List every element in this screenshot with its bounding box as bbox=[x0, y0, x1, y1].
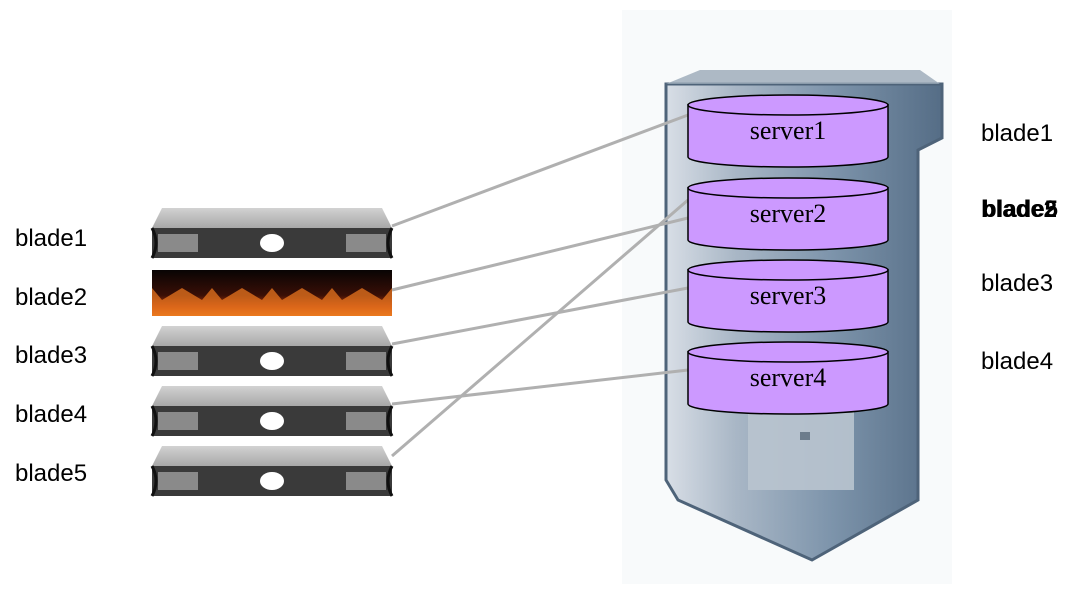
right-label-blade5: blade5 bbox=[982, 196, 1059, 223]
blade-blade1 bbox=[150, 208, 394, 259]
blade-right-panel bbox=[346, 352, 386, 370]
left-label-blade3: blade3 bbox=[15, 342, 88, 369]
left-label-blade2: blade2 bbox=[15, 284, 88, 311]
blade-top bbox=[152, 208, 392, 228]
server-label: server1 bbox=[750, 116, 827, 145]
blade-right-panel bbox=[346, 472, 386, 490]
server-cylinder-top bbox=[687, 341, 889, 363]
server-cylinder-top bbox=[687, 94, 889, 116]
connector-blade1-server1 bbox=[391, 113, 689, 228]
server-cylinder-body bbox=[687, 104, 889, 168]
blade-left-panel bbox=[158, 472, 198, 490]
right-label-blade4: blade4 bbox=[981, 348, 1054, 375]
server-cylinder-body bbox=[687, 187, 889, 251]
blade-led bbox=[260, 352, 284, 370]
blade-left-panel bbox=[158, 352, 198, 370]
server-server2: server2 bbox=[687, 177, 889, 251]
blade-top bbox=[152, 326, 392, 346]
blade-led bbox=[260, 472, 284, 490]
connector-lines bbox=[391, 113, 689, 458]
server-cylinder-body bbox=[687, 351, 889, 415]
server-cylinder-top bbox=[687, 177, 889, 199]
right-label-overlap: blade2 blade5 bbox=[981, 196, 1079, 228]
blade-left-panel bbox=[158, 234, 198, 252]
blade-left-panel bbox=[158, 412, 198, 430]
blade-right-panel bbox=[346, 412, 386, 430]
server-server4: server4 bbox=[687, 341, 889, 415]
server-label: server4 bbox=[750, 363, 827, 392]
server-cylinder-body bbox=[687, 269, 889, 333]
connector-blade3-server3 bbox=[391, 286, 689, 346]
blade-blade2 bbox=[152, 270, 392, 316]
blade-blade3 bbox=[150, 326, 394, 377]
flame-shape bbox=[152, 288, 392, 316]
connector-blade2-server2 bbox=[391, 216, 689, 292]
connector-blade5-server2 bbox=[391, 198, 689, 458]
right-label-blade2: blade2 bbox=[981, 196, 1058, 223]
blade-top bbox=[152, 446, 392, 466]
left-label-blade1: blade1 bbox=[15, 225, 88, 252]
left-label-blade5: blade5 bbox=[15, 460, 88, 487]
connector-blade4-server4 bbox=[391, 368, 689, 406]
server-label: server3 bbox=[750, 281, 827, 310]
server-label: server2 bbox=[750, 199, 827, 228]
left-label-blade4: blade4 bbox=[15, 401, 88, 428]
blade-led bbox=[260, 412, 284, 430]
blade-right-panel bbox=[346, 234, 386, 252]
right-label-blade1: blade1 bbox=[981, 120, 1054, 147]
blade-blade5 bbox=[150, 446, 394, 497]
blade-led bbox=[260, 234, 284, 252]
server-server3: server3 bbox=[687, 259, 889, 333]
blade-top bbox=[152, 386, 392, 406]
blade-blade4 bbox=[150, 386, 394, 437]
server-stack: server1 server2 server3 server4 bbox=[687, 94, 889, 415]
right-label-blade3: blade3 bbox=[981, 270, 1054, 297]
blade-stack bbox=[150, 208, 394, 497]
server-server1: server1 bbox=[687, 94, 889, 168]
server-cylinder-top bbox=[687, 259, 889, 281]
